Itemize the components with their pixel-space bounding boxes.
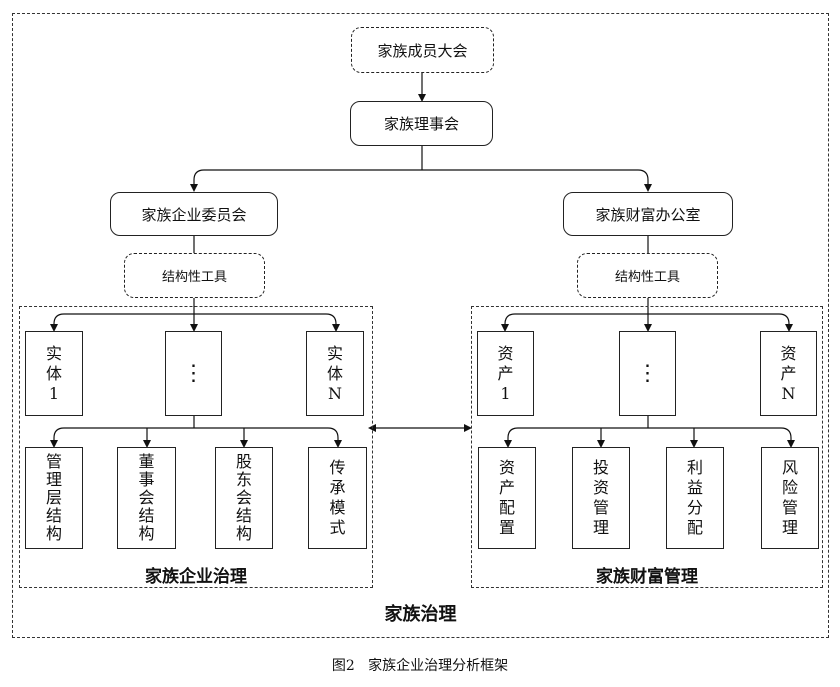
item-char: 层 <box>45 488 62 507</box>
asset-n-char: 产 <box>780 363 797 383</box>
item-char: 险 <box>781 478 798 497</box>
item-char: 股 <box>235 452 252 471</box>
asset-n-box: 资 产 N <box>760 331 817 416</box>
vertical-ellipsis: ⋮ <box>636 360 659 386</box>
right-frame <box>471 306 823 588</box>
entity-1-char: 实 <box>45 343 62 363</box>
item-char: 利 <box>686 458 703 477</box>
family-council-box: 家族理事会 <box>350 101 493 146</box>
entity-n-char: 实 <box>326 343 343 363</box>
entity-n-box: 实 体 N <box>306 331 364 416</box>
board-structure-box: 董 事 会 结 构 <box>117 447 176 549</box>
family-business-committee-box: 家族企业委员会 <box>110 192 278 236</box>
left-frame <box>19 306 373 588</box>
entity-1-char: 体 <box>45 363 62 383</box>
arrow-to-right-office <box>422 169 652 192</box>
item-char: 配 <box>498 498 515 517</box>
asset-1-char: 资 <box>497 343 514 363</box>
entity-n-char: N <box>328 383 342 403</box>
asset-1-char: 1 <box>500 383 511 403</box>
item-char: 产 <box>498 478 515 497</box>
item-char: 益 <box>686 478 703 497</box>
benefit-distribution-box: 利 益 分 配 <box>666 447 724 549</box>
arrow-to-left-committee <box>190 169 422 192</box>
left-frame-label: 家族企业治理 <box>145 567 247 587</box>
right-structural-tool-box: 结构性工具 <box>577 253 718 298</box>
outer-governance-frame <box>12 13 829 638</box>
asset-1-box: 资 产 1 <box>477 331 534 416</box>
item-char: 传 <box>329 458 346 477</box>
right-frame-label: 家族财富管理 <box>596 567 698 587</box>
item-char: 理 <box>592 518 609 537</box>
item-char: 分 <box>686 498 703 517</box>
item-char: 配 <box>686 518 703 537</box>
asset-1-char: 产 <box>497 363 514 383</box>
item-char: 会 <box>138 488 155 507</box>
asset-n-char: 资 <box>780 343 797 363</box>
family-assembly-box: 家族成员大会 <box>351 27 494 73</box>
management-structure-box: 管 理 层 结 构 <box>25 447 83 549</box>
item-char: 东 <box>235 470 252 489</box>
item-char: 会 <box>235 488 252 507</box>
entity-n-char: 体 <box>326 363 343 383</box>
item-char: 资 <box>498 458 515 477</box>
item-char: 董 <box>138 452 155 471</box>
investment-management-box: 投 资 管 理 <box>572 447 630 549</box>
item-char: 管 <box>781 498 798 517</box>
item-char: 构 <box>235 524 252 543</box>
risk-management-box: 风 险 管 理 <box>761 447 819 549</box>
family-wealth-office-box: 家族财富办公室 <box>563 192 733 236</box>
item-char: 风 <box>781 458 798 477</box>
item-char: 事 <box>138 470 155 489</box>
item-char: 置 <box>498 518 515 537</box>
item-char: 式 <box>329 518 346 537</box>
left-structural-tool-box: 结构性工具 <box>124 253 265 298</box>
item-char: 模 <box>329 498 346 517</box>
item-char: 管 <box>592 498 609 517</box>
asset-allocation-box: 资 产 配 置 <box>478 447 536 549</box>
item-char: 投 <box>592 458 609 477</box>
figure-caption: 图2 家族企业治理分析框架 <box>331 658 509 674</box>
item-char: 结 <box>45 506 62 525</box>
entity-1-box: 实 体 1 <box>25 331 83 416</box>
item-char: 构 <box>138 524 155 543</box>
item-char: 理 <box>45 470 62 489</box>
item-char: 管 <box>45 452 62 471</box>
entity-1-char: 1 <box>48 383 60 403</box>
outer-frame-label: 家族治理 <box>384 604 457 625</box>
asset-middle-box: ⋮ <box>619 331 676 416</box>
asset-n-char: N <box>781 383 796 403</box>
vertical-ellipsis: ⋮ <box>182 360 205 386</box>
item-char: 结 <box>235 506 252 525</box>
item-char: 理 <box>781 518 798 537</box>
item-char: 构 <box>45 524 62 543</box>
entity-middle-box: ⋮ <box>165 331 222 416</box>
item-char: 结 <box>138 506 155 525</box>
shareholder-structure-box: 股 东 会 结 构 <box>215 447 273 549</box>
succession-mode-box: 传 承 模 式 <box>308 447 367 549</box>
item-char: 资 <box>592 478 609 497</box>
item-char: 承 <box>329 478 346 497</box>
